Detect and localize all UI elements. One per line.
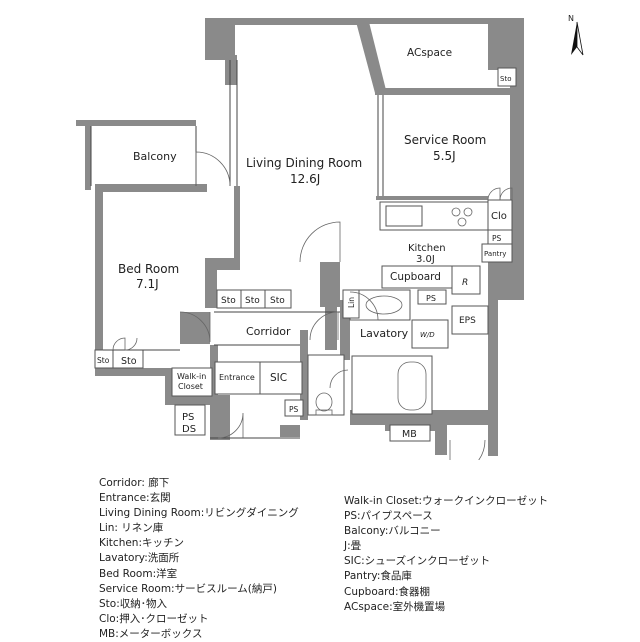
sto-c-label: Sto <box>270 296 285 306</box>
lavatory-label: Lavatory <box>360 327 409 340</box>
legend-item: Kitchen:キッチン <box>99 537 184 550</box>
legend-item: SIC:シューズインクローゼット <box>344 555 491 568</box>
ds-label: DS <box>182 424 196 435</box>
door-swings <box>112 151 513 460</box>
legend-item: Corridor: 廊下 <box>99 477 170 489</box>
sto-e-label: Sto <box>121 356 137 367</box>
balcony-label: Balcony <box>133 150 177 163</box>
legend-item: Lin: リネン庫 <box>99 522 164 535</box>
service-room-label: Service Room <box>404 133 486 147</box>
ps-bl-label: PS <box>182 412 194 423</box>
sto-a-label: Sto <box>221 296 236 306</box>
kitchen-size: 3.0J <box>416 254 435 265</box>
sto-d-label: Sto <box>97 356 110 365</box>
legend-item: Lavatory:洗面所 <box>99 552 180 565</box>
legend-item: Clo:押入･クローゼット <box>99 612 209 625</box>
legend-item: Bed Room:洋室 <box>99 567 178 580</box>
ps-lav-label: PS <box>426 294 436 303</box>
north-arrow-icon: N <box>568 14 584 56</box>
acspace-label: ACspace <box>407 47 452 59</box>
legend-item: Balcony:バルコニー <box>344 525 441 538</box>
clo-label: Clo <box>491 211 507 222</box>
legend-item: Cupboard:食器棚 <box>344 585 431 598</box>
sto-b-label: Sto <box>245 296 260 306</box>
legend-item: PS:パイプスペース <box>344 510 433 523</box>
kitchen-label: Kitchen <box>408 243 446 254</box>
bed-room-label: Bed Room <box>118 262 179 276</box>
legend-item: Service Room:サービスルーム(納戸) <box>99 582 277 595</box>
legend-right: Walk-in Closet:ウォークインクローゼット PS:パイプスペース B… <box>344 494 548 615</box>
legend-item: MB:メーターボックス <box>99 627 203 640</box>
fridge-label: R <box>462 278 468 288</box>
lin-label: Lin <box>347 297 356 308</box>
ps-toilet-label: PS <box>289 405 299 414</box>
walkin-label-1: Walk-in <box>177 372 206 381</box>
washer-label: W/D <box>420 331 435 339</box>
floor-plan: N <box>76 14 584 460</box>
legend-left: Corridor: 廊下 Entrance:玄関 Living Dining R… <box>99 476 299 642</box>
ldr-size: 12.6J <box>290 172 320 186</box>
legend-item: Sto:収納･物入 <box>99 597 167 610</box>
legend-item: J:畳 <box>344 540 362 553</box>
service-room-size: 5.5J <box>433 149 456 163</box>
bed-room-size: 7.1J <box>136 277 159 291</box>
legend-item: Entrance:玄関 <box>99 492 171 505</box>
ps-kitchen-label: PS <box>492 234 502 243</box>
legend-item: Pantry:食品庫 <box>344 570 412 583</box>
walkin-label-2: Closet <box>178 382 203 391</box>
pantry-label: Pantry <box>484 250 506 258</box>
north-label: N <box>568 14 574 23</box>
legend-item: ACspace:室外機置場 <box>344 600 446 613</box>
eps-label: EPS <box>459 316 476 326</box>
entrance-label: Entrance <box>219 373 255 382</box>
sic-label: SIC <box>270 372 287 384</box>
cupboard-label: Cupboard <box>390 271 441 283</box>
legend-item: Living Dining Room:リビングダイニング <box>99 507 299 520</box>
mb-label: MB <box>402 429 417 440</box>
sto-top-label: Sto <box>500 75 511 83</box>
ldr-label: Living Dining Room <box>246 156 362 170</box>
corridor-label: Corridor <box>246 325 291 338</box>
room-outlines <box>90 60 517 442</box>
legend-item: Walk-in Closet:ウォークインクローゼット <box>344 495 549 507</box>
